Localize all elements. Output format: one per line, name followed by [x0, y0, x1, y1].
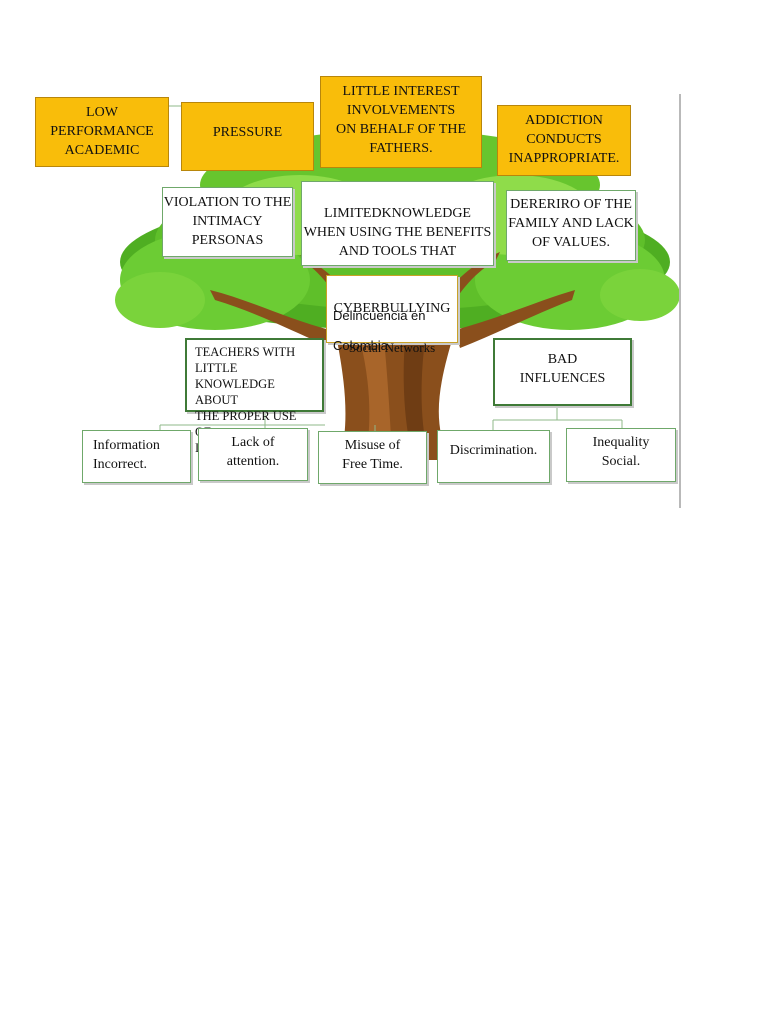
cause-box-deterioration-family: DERERIRO OF THE FAMILY AND LACK OF VALUE… [506, 190, 636, 261]
cause-box-bad-influences: BAD INFLUENCES [493, 338, 632, 406]
overlay-caption-line1: Delincuencia en [333, 308, 426, 323]
page-divider-line [679, 94, 681, 508]
effect-box-information-incorrect: Information Incorrect. [82, 430, 191, 483]
cause-box-low-performance: LOW PERFORMANCE ACADEMIC [35, 97, 169, 167]
limited-knowledge-text: LIMITEDKNOWLEDGE WHEN USING THE BENEFITS… [303, 206, 492, 259]
cause-box-limited-knowledge: LIMITEDKNOWLEDGE WHEN USING THE BENEFITS… [301, 181, 494, 295]
effect-box-misuse-free-time: Misuse of Free Time. [318, 431, 427, 484]
effect-box-lack-attention: Lack of attention. [198, 428, 308, 481]
connector-lines [159, 105, 623, 432]
overlay-caption-line2: Colombia [333, 338, 388, 353]
cause-box-little-interest: LITTLE INTEREST INVOLVEMENTS ON BEHALF O… [320, 76, 482, 168]
central-problem-subtitle: Social Networks [348, 340, 436, 355]
cause-box-teachers: TEACHERS WITH LITTLE KNOWLEDGE ABOUT THE… [185, 338, 324, 455]
central-problem-box: CYBERBULLYING Social Networks [326, 275, 458, 355]
overlay-caption: Delincuencia en Colombia [333, 293, 453, 353]
central-problem-title: CYBERBULLYING [333, 301, 451, 316]
effect-box-discrimination: Discrimination. [437, 430, 550, 483]
cause-box-addiction: ADDICTION CONDUCTS INAPPROPRIATE. [497, 105, 631, 176]
tree-trunk [335, 330, 455, 460]
effect-box-inequality-social: Inequality Social. [566, 428, 676, 482]
cause-box-violation-intimacy: VIOLATION TO THE INTIMACY PERSONAS [162, 187, 293, 257]
cause-box-pressure: PRESSURE [181, 102, 314, 171]
